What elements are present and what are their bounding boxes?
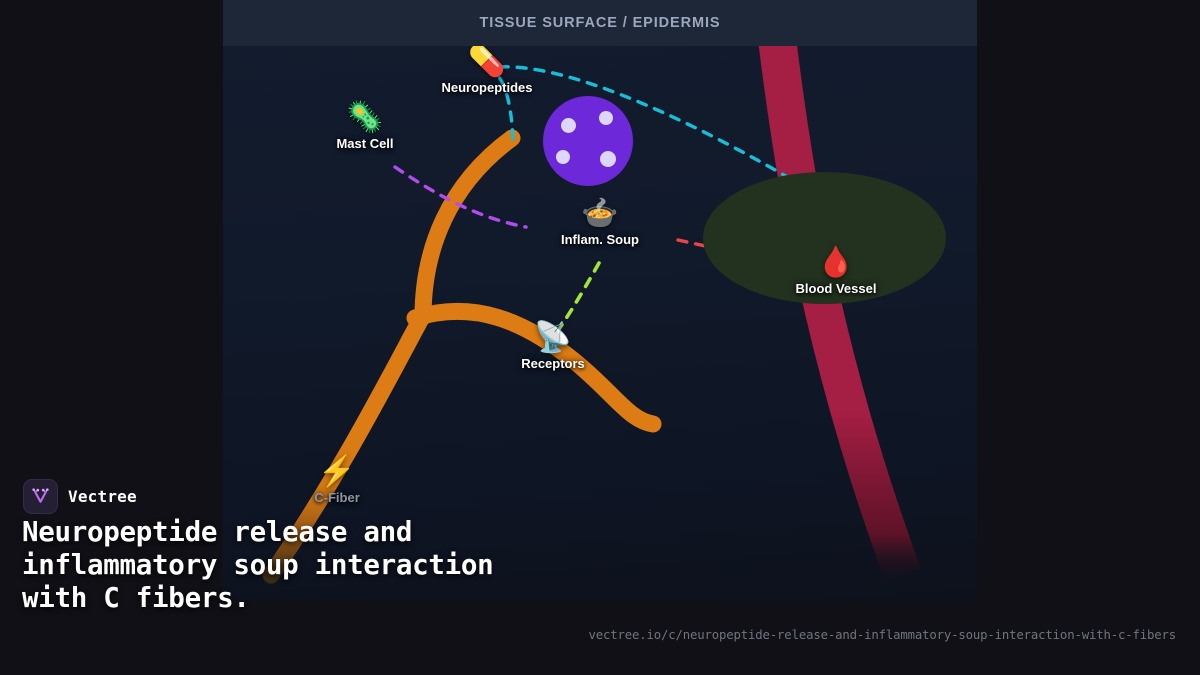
inflammatory-soup-zone [703,172,946,304]
brand-name: Vectree [68,487,137,506]
connector-neuropeptides-to-vessel [481,65,805,188]
mast-cell-granule [556,150,570,164]
c-fiber-lateral-branch [406,302,662,433]
c-fiber-upper-branch [414,129,521,326]
connector-soup-to-receptors [547,261,601,345]
panel-header: TISSUE SURFACE / EPIDERMIS [223,0,977,46]
caption-text: Neuropeptide release and inflammatory so… [22,516,494,614]
page-url: vectree.io/c/neuropeptide-release-and-in… [588,628,1176,642]
diagram-panel: TISSUE SURFACE / EPIDERMIS [223,0,977,600]
vectree-glyph [32,488,49,503]
vectree-logo-icon [23,479,58,514]
connector-mastcell-to-soup [393,165,528,229]
mast-cell-granule [561,118,576,133]
panel-header-label: TISSUE SURFACE / EPIDERMIS [479,15,721,31]
c-fiber-trunk [262,306,432,584]
mast-cell-granule [600,151,616,167]
mast-cell-body [543,96,633,186]
url-bar: vectree.io/c/neuropeptide-release-and-in… [0,620,1200,650]
brand[interactable]: Vectree [23,479,137,514]
mast-cell-granule [599,111,613,125]
